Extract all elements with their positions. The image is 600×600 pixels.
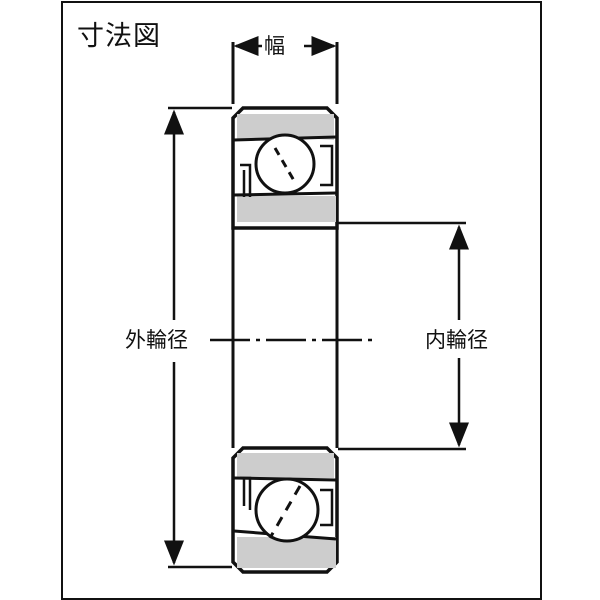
bearing-top-section	[231, 106, 339, 230]
bearing-sides	[231, 228, 339, 448]
outer-diameter-dimension	[164, 106, 232, 569]
outer-diameter-label: 外輪径	[123, 328, 190, 352]
width-label: 幅	[262, 34, 287, 58]
inner-diameter-dimension	[338, 221, 469, 451]
bearing-bottom-section	[231, 446, 339, 574]
inner-diameter-label: 内輪径	[423, 328, 490, 352]
diagram-frame	[61, 1, 542, 600]
diagram-title: 寸法図	[77, 21, 161, 52]
width-dimension	[231, 36, 339, 104]
